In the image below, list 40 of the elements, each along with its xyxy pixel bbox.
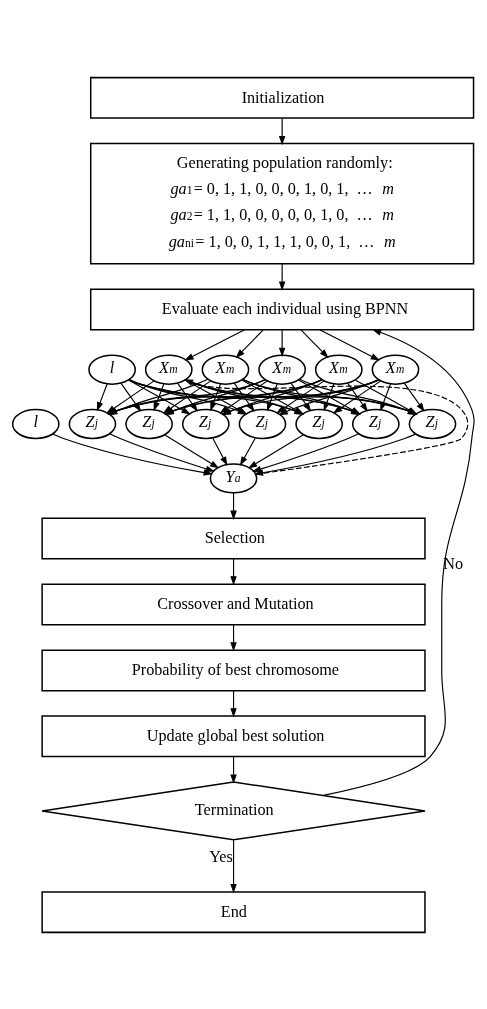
node-ellipse: Xm [258,353,306,385]
arrow [164,433,220,468]
node-ellipse: l [11,408,60,439]
node-box: Probability of best chromosome [41,648,426,691]
arrow [109,432,215,472]
node-ellipse: Xm [314,353,363,385]
arrow [120,382,142,412]
edge-label: Yes [209,847,233,866]
node-box: Evaluate each individual using BPNN [89,288,475,330]
arrow [230,839,237,893]
arrow [278,117,286,145]
arrow [230,689,237,717]
arrow [300,328,329,358]
arrow [380,382,392,411]
arrow [278,262,286,291]
arrow [239,437,256,466]
node-box: Selection [41,517,426,560]
node-ellipse: l [88,353,136,385]
arrow [235,328,264,358]
arrow [252,432,360,472]
arrow [210,382,222,411]
arrow [230,557,237,586]
node-box: Update global best solution [41,714,426,757]
edge-label: No [443,554,464,573]
arrow [319,328,380,361]
node-box: Initialization [89,76,475,119]
arrow [230,623,237,651]
arrow [403,382,425,412]
arrow [278,328,286,357]
node-box: End [41,890,426,933]
arrow [96,382,108,411]
arrow [52,433,213,476]
arrow [212,437,228,466]
node-ellipse: Xm [201,353,250,385]
arrow [247,433,305,468]
arrow [153,382,165,411]
node-box: Generating population randomly: ga1= 0, 1, 1, 0, 0, 0, 1, 0, 1, … m ga2= 1, 1, 0, 0, 0, 0, 0, 1, 0, … m gani= 1, 0, 0, 1, 1, 1, 0, 0, 1, … m [89,142,475,265]
node-diamond: Termination [41,780,426,841]
arrow [184,328,246,361]
node-box: Crossover and Mutation [41,583,426,625]
